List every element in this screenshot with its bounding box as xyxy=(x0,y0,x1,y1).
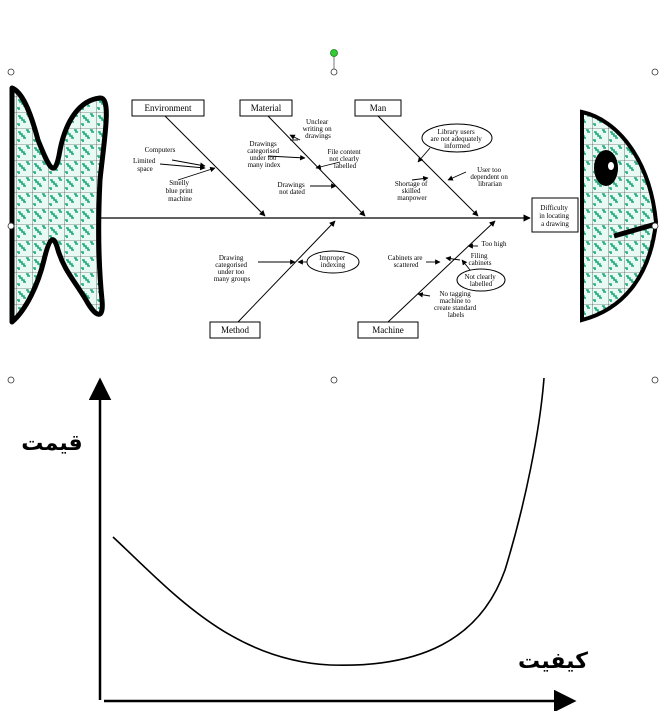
resize-handle-top-right[interactable] xyxy=(651,68,659,76)
resize-handle-right[interactable] xyxy=(651,222,659,230)
cause-filing-cabinets: Filing cabinets xyxy=(469,252,492,267)
category-label-material: Material xyxy=(251,103,282,113)
fish-mouth xyxy=(613,221,657,239)
cause-library-users: Library users are not adequately informe… xyxy=(430,128,483,150)
effect-line: a drawing xyxy=(541,220,569,228)
fish-tail xyxy=(9,85,109,325)
rotate-handle[interactable] xyxy=(330,49,338,57)
cause-improper-indexing: Improper indexing xyxy=(319,254,347,269)
x-axis-label: کیفیت xyxy=(518,648,588,673)
effect-line: in locating xyxy=(539,212,569,220)
category-box-material xyxy=(239,99,293,117)
cause-too-high: Too high xyxy=(482,240,507,248)
cause-file-content: File content not clearly labelled xyxy=(328,148,363,170)
cause-user-dependent: User too dependent on librarian xyxy=(470,166,509,188)
category-label-man: Man xyxy=(370,103,387,113)
cause-limited-space: Limited space xyxy=(133,157,157,173)
resize-handle-top[interactable] xyxy=(330,68,338,76)
cause-computers: Computers xyxy=(145,146,176,154)
resize-handle-left[interactable] xyxy=(7,222,15,230)
category-label-environment: Environment xyxy=(145,103,192,113)
resize-handle-bottom-left[interactable] xyxy=(7,376,15,384)
category-box-environment xyxy=(131,99,205,117)
y-axis-label: قیمت xyxy=(21,430,82,455)
cause-drawings-categorised-groups: Drawing categorised under too many group… xyxy=(214,254,251,283)
cause-shortage-skilled: Shortage of skilled manpower xyxy=(395,180,429,202)
oval-not-clearly-labelled xyxy=(456,268,506,292)
category-label-method: Method xyxy=(221,325,249,335)
resize-handle-bottom-right[interactable] xyxy=(651,376,659,384)
cost-curve xyxy=(112,377,545,666)
cause-drawings-categorised-index: Drawings categorised under too many inde… xyxy=(247,140,281,169)
resize-handle-top-left[interactable] xyxy=(7,68,15,76)
svg-text:Difficulty in locating: Difficulty in locating a drawing xyxy=(539,204,571,228)
cause-no-tagging: No tagging machine to create standard la… xyxy=(434,290,478,319)
effect-box xyxy=(531,197,579,233)
cause-drawings-not-dated: Drawings not dated xyxy=(278,181,307,196)
category-box-method xyxy=(209,321,261,339)
oval-library-users xyxy=(421,123,493,153)
resize-handle-bottom[interactable] xyxy=(330,376,338,384)
oval-improper-indexing xyxy=(306,250,360,274)
cause-cabinets-scattered: Cabinets are scattered xyxy=(388,254,425,269)
cause-smelly-machine: Smelly blue print machine xyxy=(166,179,195,203)
cost-quality-graph: قیمت کیفیت xyxy=(21,377,588,711)
selection-handles[interactable] xyxy=(7,49,659,384)
cause-not-clearly-labelled: Not clearly labelled xyxy=(464,273,497,288)
category-label-machine: Machine xyxy=(372,325,404,335)
fish-eye xyxy=(594,150,618,186)
cause-unclear-writing: Unclear writing on drawings xyxy=(303,118,334,140)
effect-line: Difficulty xyxy=(540,204,568,212)
fishbone-diagram[interactable]: Difficulty in locating a drawing Environ… xyxy=(7,49,659,384)
